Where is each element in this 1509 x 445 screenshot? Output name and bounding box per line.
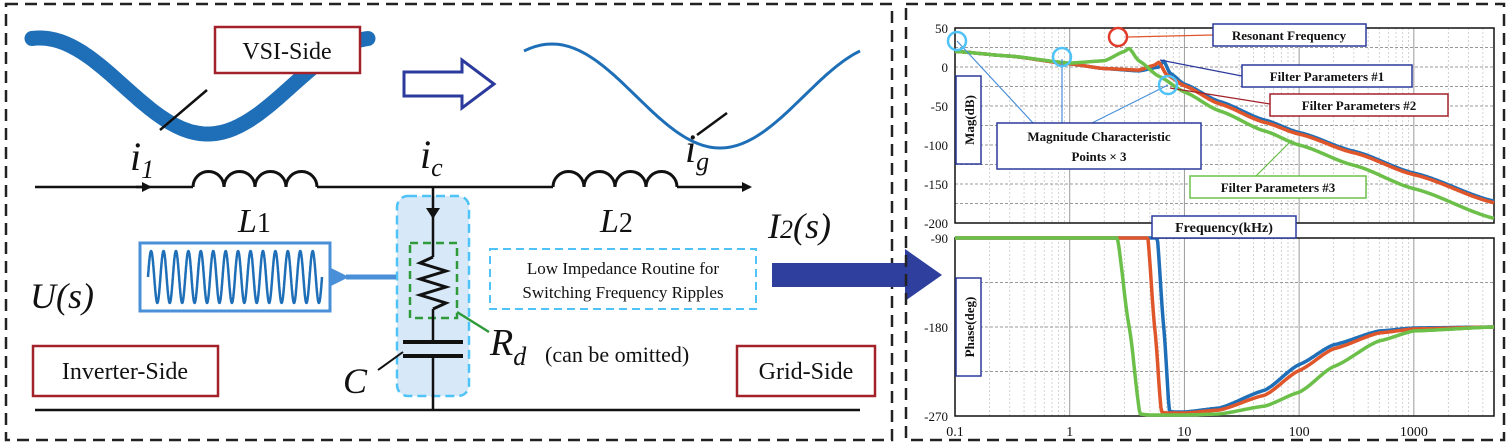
i1-pointer-line (159, 89, 208, 131)
frequency-tick-label: 10 (1177, 425, 1191, 440)
filter1-annotation: Filter Parameters #1 (1270, 69, 1385, 84)
resonant-annotation: Resonant Frequency (1232, 28, 1347, 43)
char-point-marker-1 (946, 30, 968, 52)
resistor-pointer-line (456, 310, 490, 334)
circuit-panel-border (4, 2, 894, 442)
vsi-side-box (213, 25, 362, 75)
phase-grid (954, 237, 1495, 417)
routine-label-line1: Low Impedance Routine for (527, 259, 719, 278)
phase-curve-3 (954, 236, 1495, 417)
filter1-annotation-box (1241, 64, 1413, 88)
current-ig-label: ig (685, 126, 709, 176)
grid-side-waveform (523, 42, 861, 150)
resistor-note: (can be omitted) (545, 342, 689, 367)
magnitude-curve-3 (954, 46, 1495, 221)
frequency-tick-labels: 0.1 1 10 100 1000 (946, 425, 1428, 440)
ic-arrow (426, 208, 440, 219)
phase-ylabel-box (955, 277, 982, 377)
filter2-annotation: Filter Parameters #2 (1302, 98, 1417, 113)
grid-side-box (735, 344, 877, 398)
phase-tick-labels: -90 -180 -270 (924, 231, 948, 424)
char-point-marker-2 (1051, 46, 1073, 68)
char-points-annotation-box (996, 122, 1202, 170)
input-voltage-label: U(s) (30, 276, 94, 316)
inductor-l1-label: L1 (237, 203, 271, 240)
char-points-annotation-line1: Magnitude Characteristic (1027, 129, 1171, 144)
filter3-annotation-box (1189, 175, 1367, 199)
phase-tick-label: -270 (924, 409, 948, 424)
inductor-l1 (191, 170, 319, 188)
vsi-side-label: VSI-Side (242, 39, 331, 65)
transform-arrow-icon (402, 57, 497, 111)
bode-panel: 50 0 -50 -100 -150 -200 -90 -180 -270 0.1 1 10 100… (904, 2, 1506, 442)
grid-side-label: Grid-Side (759, 359, 854, 385)
frequency-tick-label: 0.1 (946, 425, 964, 440)
phase-tick-label: -180 (924, 320, 948, 335)
mag-tick-label: -50 (931, 99, 948, 114)
resistor-label: Rd (489, 322, 527, 371)
magnitude-tick-labels: 50 0 -50 -100 -150 -200 (924, 21, 948, 231)
routine-label-box (489, 248, 757, 310)
filter2-annotation-box (1269, 93, 1449, 117)
output-current-label: I2(s) (767, 206, 831, 246)
char-point-leader-3 (1089, 84, 1169, 125)
bode-panel-border (904, 2, 1506, 442)
frequency-tick-label: 1 (1066, 425, 1073, 440)
magnitude-curves (954, 46, 1495, 221)
capacitor-pointer-line (377, 351, 404, 371)
filter1-leader (1159, 59, 1243, 77)
mag-ylabel: Mag(dB) (962, 95, 977, 145)
char-points-annotation-line2: Points × 3 (1071, 149, 1127, 164)
circuit-panel: VSI-Side Low Impedance (4, 2, 942, 442)
inverter-side-box (31, 344, 220, 398)
xlabel-box (1151, 215, 1297, 239)
link-arrow-icon (772, 249, 942, 301)
damping-resistor (414, 255, 452, 311)
frequency-tick-label: 1000 (1400, 425, 1428, 440)
mag-ylabel-box (955, 75, 982, 165)
resonant-marker (1107, 26, 1129, 48)
phase-ylabel: Phase(deg) (962, 297, 977, 358)
inductor-l2-label: L2 (599, 203, 633, 240)
phase-curve-1 (954, 236, 1495, 414)
char-point-marker-3 (1157, 74, 1179, 96)
phase-curve-2 (954, 236, 1495, 415)
inverter-side-label: Inverter-Side (62, 359, 188, 385)
capacitor-label: C (343, 361, 368, 401)
inductor-l2 (551, 170, 679, 188)
frequency-tick-label: 100 (1289, 425, 1310, 440)
phase-tick-label: -90 (931, 231, 948, 246)
char-point-leader-1 (956, 40, 1035, 125)
mag-tick-label: 50 (935, 21, 948, 36)
current-ic-label: ic (420, 132, 443, 182)
filter2-leader (1169, 87, 1271, 105)
phase-curves (954, 236, 1495, 417)
mag-tick-label: 0 (942, 60, 949, 75)
frequency-xlabel: Frequency(kHz) (1175, 221, 1273, 236)
ripple-waveform (146, 249, 324, 305)
mag-tick-label: -150 (924, 177, 948, 192)
filter3-annotation: Filter Parameters #3 (1221, 180, 1336, 195)
ig-pointer-line (696, 111, 728, 137)
resonant-leader (1127, 34, 1214, 38)
mag-tick-label: -100 (924, 138, 948, 153)
mag-tick-label: -200 (924, 216, 948, 231)
current-i1-label: i1 (130, 134, 154, 184)
resonant-annotation-box (1212, 23, 1367, 47)
routine-label-line2: Switching Frequency Ripples (522, 283, 723, 302)
